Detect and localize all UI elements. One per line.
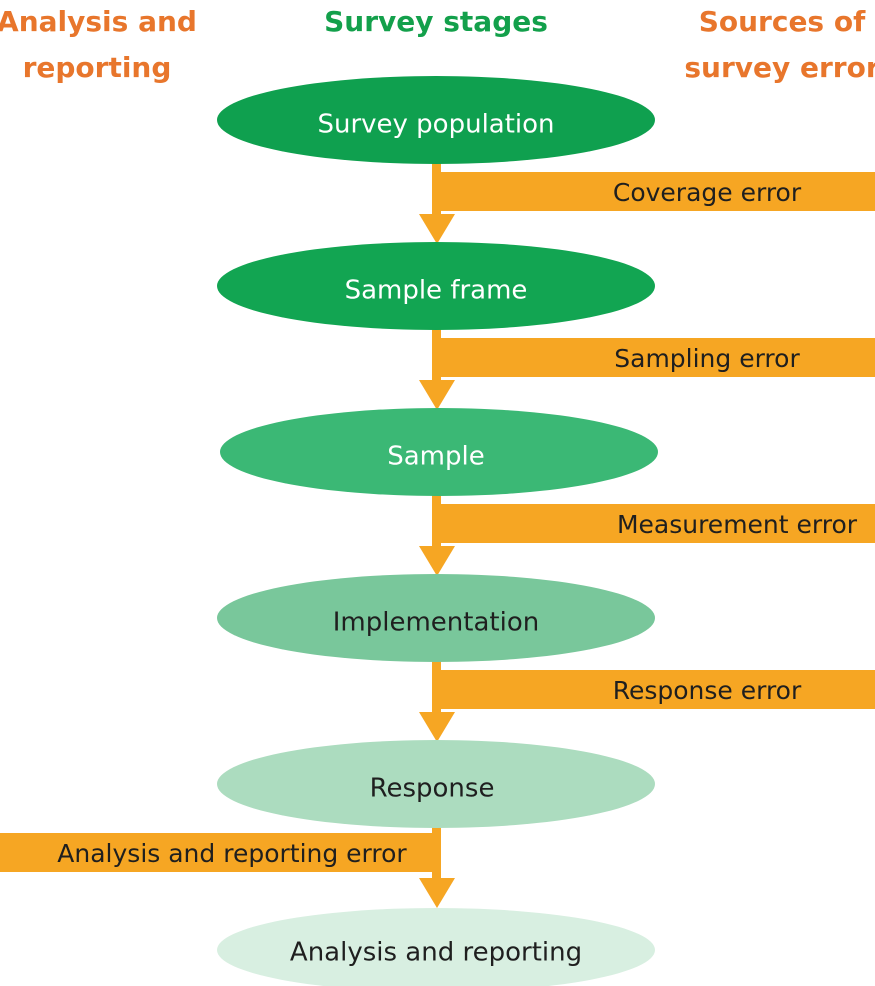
arrow-5: [419, 824, 455, 908]
header-center: Survey stages: [324, 5, 548, 38]
arrow-4: [419, 658, 455, 742]
header-right-line2: survey error: [684, 51, 875, 84]
header-right-line1: Sources of: [699, 5, 866, 38]
stage-label-response: Response: [370, 774, 495, 804]
stage-sample: Sample: [220, 408, 658, 496]
error-bar-coverage: Coverage error: [432, 172, 875, 211]
error-label-response: Response error: [613, 676, 802, 705]
error-label-coverage: Coverage error: [613, 178, 802, 207]
header-left-line2: reporting: [23, 51, 172, 84]
arrow-1: [419, 160, 455, 244]
stages: Survey population Sample frame Sample Im…: [217, 76, 658, 986]
stage-survey-population: Survey population: [217, 76, 655, 164]
arrow-2: [419, 326, 455, 410]
error-bar-response: Response error: [432, 670, 875, 709]
stage-sample-frame: Sample frame: [217, 242, 655, 330]
stage-label-analysis-and-reporting: Analysis and reporting: [290, 938, 582, 968]
stage-label-survey-population: Survey population: [317, 110, 554, 140]
error-bar-analysis-reporting: Analysis and reporting error: [0, 833, 441, 872]
stage-connectors: [419, 160, 455, 908]
stage-label-sample: Sample: [387, 442, 485, 472]
error-label-analysis-reporting: Analysis and reporting error: [57, 839, 407, 868]
stage-label-sample-frame: Sample frame: [345, 276, 528, 306]
stage-implementation: Implementation: [217, 574, 655, 662]
error-label-sampling: Sampling error: [614, 344, 800, 373]
stage-analysis-and-reporting: Analysis and reporting: [217, 908, 655, 986]
error-bar-measurement: Measurement error: [432, 504, 875, 543]
error-bar-sampling: Sampling error: [432, 338, 875, 377]
error-label-measurement: Measurement error: [617, 510, 858, 539]
header-left-line1: Analysis and: [0, 5, 197, 38]
error-bars: Coverage error Sampling error Measuremen…: [0, 172, 875, 872]
arrow-3: [419, 492, 455, 576]
stage-label-implementation: Implementation: [333, 608, 539, 638]
stage-response: Response: [217, 740, 655, 828]
